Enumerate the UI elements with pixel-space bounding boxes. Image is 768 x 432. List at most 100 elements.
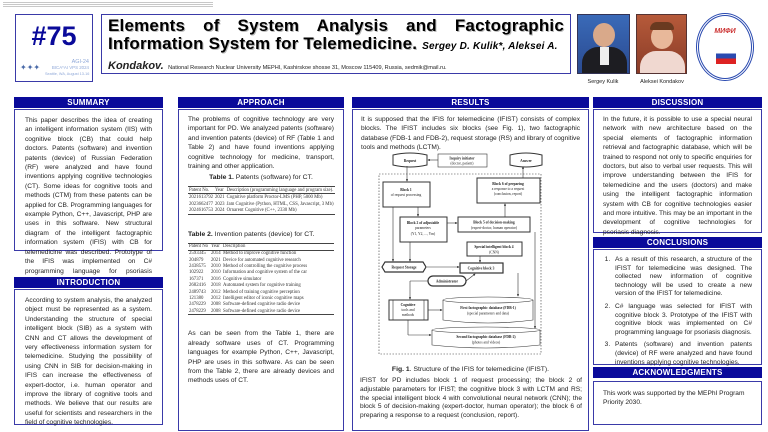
column-header: Description <box>222 242 334 251</box>
table-cell: 2008 <box>211 302 221 308</box>
poster-number-panel: #75 ✦✦✦ AGI-24 BICA*AI VPS 2024 Seattle,… <box>15 14 93 82</box>
table-cell: Cognitive simulator <box>223 276 262 282</box>
diagram-fdb1-sub: (special parameters and data) <box>467 312 510 316</box>
results-heading: RESULTS <box>352 97 589 108</box>
diagram-block4-sub: (CNN) <box>489 251 500 255</box>
acknowledgments-text: This work was supported by the MEPhI Pro… <box>603 390 745 407</box>
discussion-panel: In the future, it is possible to use a s… <box>593 109 762 236</box>
figure-caption-label: Fig. 1 <box>391 366 410 373</box>
diagram-fdb2: Second factographic database (FDB-2) <box>456 335 516 339</box>
conclusion-item: C# language was selected for IFIST with … <box>612 303 752 337</box>
introduction-heading: INTRODUCTION <box>14 277 163 288</box>
conclusions-panel: As a result of this research, a structur… <box>593 249 762 367</box>
logo-text: МИФИ <box>714 28 736 35</box>
table-cell: 2478229 <box>188 307 210 316</box>
table-patents-software: Patent No. Year Description (programming… <box>188 186 335 215</box>
conference-name: AGI-24 <box>71 59 89 65</box>
table-cell: 2023662477 <box>189 201 213 207</box>
table-cell: 2016 <box>211 276 221 282</box>
poster-number: #75 <box>31 21 77 51</box>
column-header: Patent No <box>188 242 210 251</box>
summary-text: This paper describes the idea of creatin… <box>25 117 152 284</box>
table-cell: 2010 <box>211 264 221 269</box>
conference-logo-icon: ✦✦✦ <box>20 63 41 72</box>
table-cell: 2021 <box>214 195 225 201</box>
table1-caption: Table 1. Patents (software) for CT. <box>188 174 334 181</box>
figure-caption-text: . Structure of the IFIS for telemedicine… <box>409 366 550 373</box>
table-cell: 2593345 <box>189 251 206 257</box>
diagram-block6: Block 6 of preparing <box>492 182 524 186</box>
acknowledgments-panel: This work was supported by the MEPhI Pro… <box>593 381 762 425</box>
table-cell: 2024 <box>213 207 226 215</box>
system-boundary <box>378 173 542 355</box>
answer-shape <box>509 152 543 168</box>
diagram-block4: Special intelligent block 4 <box>474 245 513 249</box>
conclusions-list: As a result of this research, a structur… <box>594 256 752 367</box>
approach-panel: The problems of cognitive technology are… <box>178 109 344 431</box>
conference-event: BICA*AI VPS 2024 <box>51 65 89 70</box>
title-box: Elements of System Analysis and Factogra… <box>101 14 571 74</box>
introduction-panel: According to system analysis, the analyz… <box>14 289 163 427</box>
acknowledgments-heading: ACKNOWLEDGMENTS <box>593 367 762 378</box>
diagram-block2: Block 2 of adjustable <box>407 221 440 225</box>
table-cell: 2024616753 <box>188 207 214 215</box>
ifist-structure-diagram: Request Inquiry initiator (doctor, patie… <box>378 152 543 355</box>
diagram-block2-sub2: (Y1, Y2, ..., Ym) <box>411 232 436 237</box>
table-cell: 2010 <box>211 270 221 276</box>
title-text: Information System for Telemedicine. <box>108 34 418 53</box>
summary-panel: This paper describes the idea of creatin… <box>14 109 163 284</box>
approach-text: The problems of cognitive technology are… <box>188 116 334 171</box>
table-cell: 204879 <box>189 257 204 263</box>
table-cell: 121380 <box>189 295 204 301</box>
diagram-answer: Answer <box>520 159 532 163</box>
results-text-2: IFIST for PD includes block 1 of request… <box>360 377 582 420</box>
diagram-ctm: Cognitive <box>401 303 416 307</box>
fine-print <box>3 1 213 7</box>
university-logo: МИФИ <box>696 13 754 81</box>
diagram-block2-sub1: parameters <box>415 226 431 230</box>
photo-sergey-kulik <box>577 14 630 74</box>
table-cell: 2021 <box>211 257 221 263</box>
table-cell: Method to improve cognitive function <box>223 251 297 257</box>
table-cell: Information and cognitive system of the … <box>223 270 307 276</box>
diagram-inquiry-sub: (doctor, patient) <box>450 162 474 167</box>
conclusion-item: As a result of this research, a structur… <box>612 256 752 299</box>
column-header: Year <box>213 186 226 195</box>
table-cell: Ornarent Cognitive (C++, 2330 Mb) <box>225 207 335 215</box>
conclusion-item: Patents (software) and invention patents… <box>612 341 752 367</box>
table-cell: Cognitive platform Proctor-LMS (PHP, 500… <box>226 195 323 201</box>
table-cell: 2489743 <box>189 289 206 295</box>
table-cell: Software-defined cognitive radio device <box>222 307 334 316</box>
approach-text-2: As can be seen from the Table 1, there a… <box>188 330 334 385</box>
poster-title: Elements of System Analysis and Factogra… <box>108 16 564 35</box>
diagram-block1-sub: of request processing <box>391 193 422 197</box>
table-cell: Software-defined cognitive radio device <box>223 302 301 308</box>
summary-heading: SUMMARY <box>14 97 163 108</box>
table2-caption-text: Invention patents (device) for CT. <box>212 230 315 238</box>
conference-info: AGI-24 BICA*AI VPS 2024 Seattle, WA, Aug… <box>45 59 89 77</box>
table-cell: 2438575 <box>189 264 206 269</box>
diagram-block6-sub1: a response to a request <box>492 187 525 191</box>
table-cell: Jam Cognitive (Python, HTML, CSS, Javasc… <box>226 201 334 207</box>
table-cell: 2023 <box>214 201 225 207</box>
diagram-request: Request <box>404 159 417 163</box>
table-cell: Device for automated cognitive research <box>223 257 301 263</box>
column-header: Description (programming language and pr… <box>225 186 335 195</box>
diagram-block5-sub: (expert-doctor, human operator) <box>471 226 518 231</box>
introduction-text: According to system analysis, the analyz… <box>25 297 152 427</box>
column-header: Year <box>210 242 222 251</box>
authors: Sergey D. Kulik*, Aleksei A. <box>422 41 558 52</box>
column-header: Patent No. <box>188 186 214 195</box>
diagram-block1: Block 1 <box>400 188 412 192</box>
diagram-inquiry-initiator: Inquiry initiator <box>449 157 475 161</box>
diagram-administrator: Administrator <box>436 280 459 284</box>
